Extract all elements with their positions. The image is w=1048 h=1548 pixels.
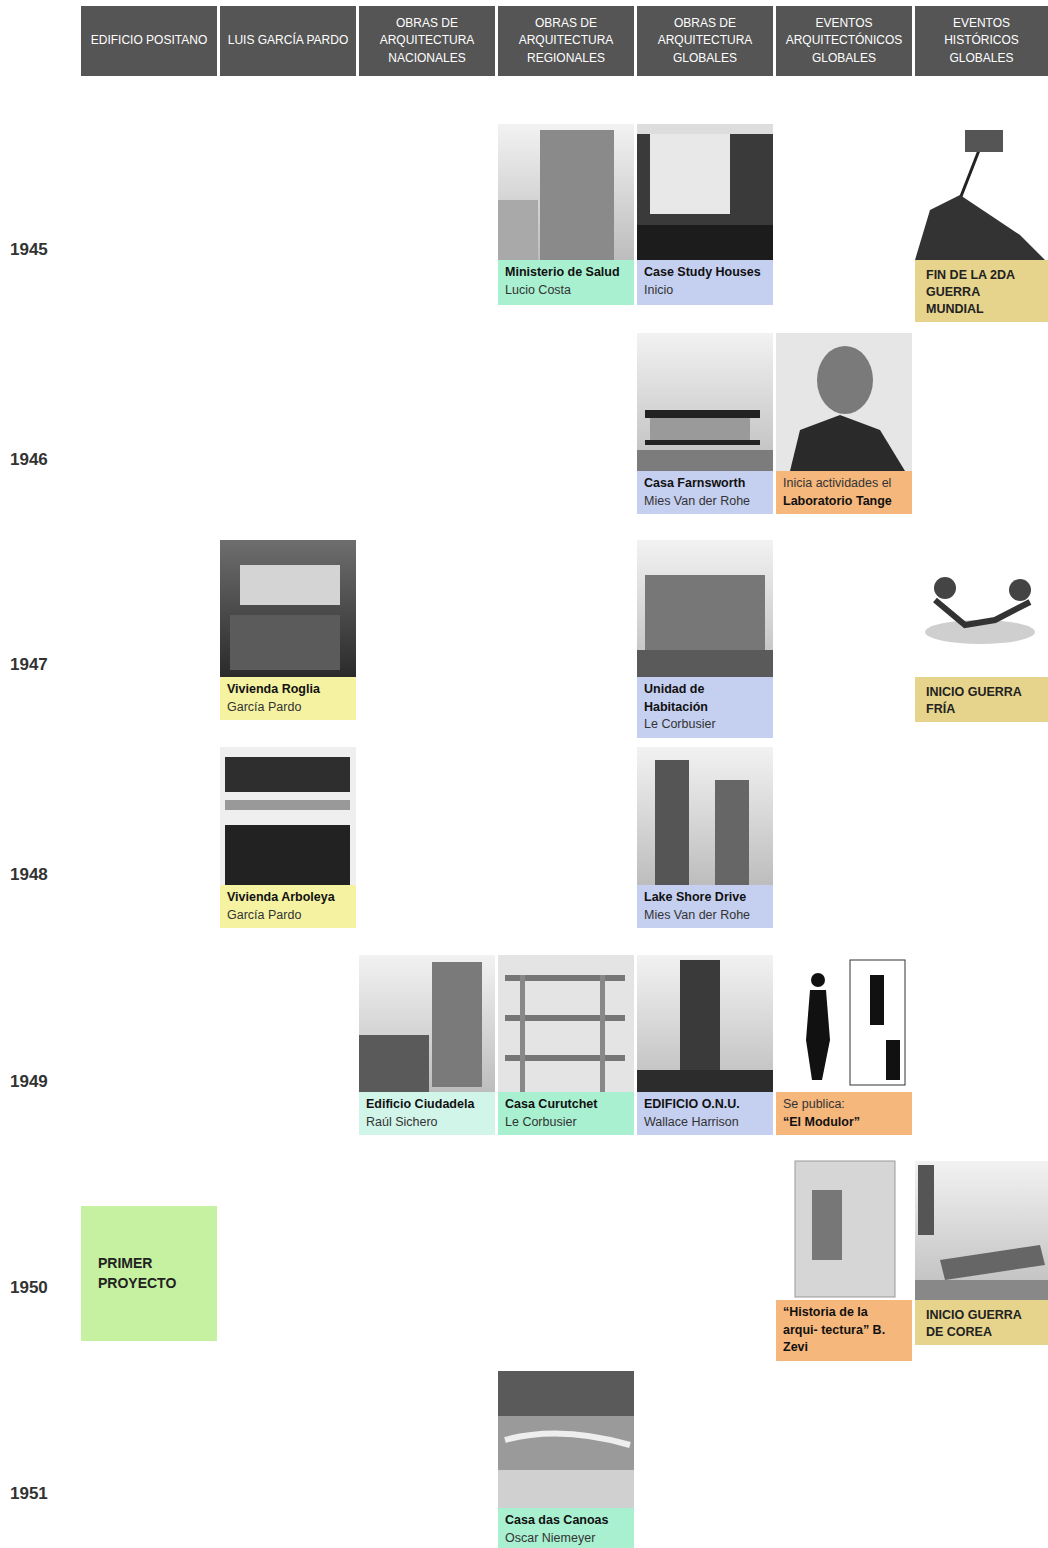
caption-box: Casa das CanoasOscar Niemeyer bbox=[498, 1508, 634, 1548]
year-label: 1951 bbox=[10, 1484, 48, 1504]
caption-title: Vivienda Roglia bbox=[227, 681, 349, 699]
caption-box: INICIO GUERRA DE COREA bbox=[915, 1300, 1048, 1345]
caption-box: Casa FarnsworthMies Van der Rohe bbox=[637, 471, 773, 514]
caption-box: Lake Shore DriveMies Van der Rohe bbox=[637, 885, 773, 928]
caption-title: INICIO GUERRA DE COREA bbox=[926, 1307, 1037, 1341]
caption-box: FIN DE LA 2DA GUERRA MUNDIAL bbox=[915, 260, 1048, 322]
caption-subtitle: García Pardo bbox=[227, 699, 349, 717]
caption-box: Casa CurutchetLe Corbusier bbox=[498, 1092, 634, 1135]
caption-subtitle: Inicio bbox=[644, 282, 766, 300]
caption-box: Vivienda ArboleyaGarcía Pardo bbox=[220, 885, 356, 928]
caption-title: EDIFICIO POSITANO bbox=[91, 32, 207, 49]
column-header: EVENTOS HISTÓRICOS GLOBALES bbox=[915, 6, 1048, 76]
caption-title: LUIS GARCÍA PARDO bbox=[228, 32, 348, 49]
column-header: EVENTOS ARQUITECTÓNICOS GLOBALES bbox=[776, 6, 912, 76]
caption-title: EVENTOS HISTÓRICOS GLOBALES bbox=[921, 15, 1042, 67]
caption-box: Edificio CiudadelaRaúl Sichero bbox=[359, 1092, 495, 1135]
caption-title: Vivienda Arboleya bbox=[227, 889, 349, 907]
caption-box: INICIO GUERRA FRÍA bbox=[915, 677, 1048, 722]
caption-title: FIN DE LA 2DA GUERRA MUNDIAL bbox=[926, 267, 1037, 318]
year-label: 1946 bbox=[10, 450, 48, 470]
caption-box: Se publica:“El Modulor” bbox=[776, 1092, 912, 1135]
caption-title: PRIMER PROYECTO bbox=[98, 1254, 200, 1293]
column-header: OBRAS DE ARQUITECTURA NACIONALES bbox=[359, 6, 495, 76]
caption-subtitle: Wallace Harrison bbox=[644, 1114, 766, 1132]
caption-title: OBRAS DE ARQUITECTURA REGIONALES bbox=[504, 15, 628, 67]
caption-title: Casa Curutchet bbox=[505, 1096, 627, 1114]
caption-box: Case Study HousesInicio bbox=[637, 260, 773, 305]
column-header: EDIFICIO POSITANO bbox=[81, 6, 217, 76]
caption-title: Lake Shore Drive bbox=[644, 889, 766, 907]
caption-title: OBRAS DE ARQUITECTURA GLOBALES bbox=[643, 15, 767, 67]
caption-subtitle: Lucio Costa bbox=[505, 282, 627, 300]
caption-title: EDIFICIO O.N.U. bbox=[644, 1096, 766, 1114]
caption-title: Inicia actividades el bbox=[783, 475, 905, 493]
column-header: OBRAS DE ARQUITECTURA REGIONALES bbox=[498, 6, 634, 76]
project-box: PRIMER PROYECTO bbox=[81, 1206, 217, 1341]
caption-subtitle: Raúl Sichero bbox=[366, 1114, 488, 1132]
caption-subtitle: Le Corbusier bbox=[644, 716, 766, 734]
year-label: 1948 bbox=[10, 865, 48, 885]
caption-title: “Historia de la arqui- tectura” B. Zevi bbox=[783, 1304, 905, 1357]
column-header: LUIS GARCÍA PARDO bbox=[220, 6, 356, 76]
caption-title: INICIO GUERRA FRÍA bbox=[926, 684, 1037, 718]
year-label: 1950 bbox=[10, 1278, 48, 1298]
caption-box: Unidad de HabitaciónLe Corbusier bbox=[637, 677, 773, 738]
year-label: 1945 bbox=[10, 240, 48, 260]
caption-title: Se publica: bbox=[783, 1096, 905, 1114]
caption-box: “Historia de la arqui- tectura” B. Zevi bbox=[776, 1300, 912, 1361]
caption-subtitle: Mies Van der Rohe bbox=[644, 907, 766, 925]
caption-title: Casa Farnsworth bbox=[644, 475, 766, 493]
caption-title: Casa das Canoas bbox=[505, 1512, 627, 1530]
caption-subtitle: Oscar Niemeyer bbox=[505, 1530, 627, 1548]
caption-title: OBRAS DE ARQUITECTURA NACIONALES bbox=[365, 15, 489, 67]
caption-box: Vivienda RogliaGarcía Pardo bbox=[220, 677, 356, 720]
caption-subtitle: “El Modulor” bbox=[783, 1114, 905, 1132]
caption-title: Edificio Ciudadela bbox=[366, 1096, 488, 1114]
caption-title: Unidad de Habitación bbox=[644, 681, 766, 716]
caption-subtitle: Le Corbusier bbox=[505, 1114, 627, 1132]
caption-subtitle: Laboratorio Tange bbox=[783, 493, 905, 511]
caption-title: Ministerio de Salud bbox=[505, 264, 627, 282]
caption-box: Inicia actividades elLaboratorio Tange bbox=[776, 471, 912, 514]
caption-title: Case Study Houses bbox=[644, 264, 766, 282]
column-header: OBRAS DE ARQUITECTURA GLOBALES bbox=[637, 6, 773, 76]
caption-subtitle: Mies Van der Rohe bbox=[644, 493, 766, 511]
year-label: 1949 bbox=[10, 1072, 48, 1092]
year-label: 1947 bbox=[10, 655, 48, 675]
caption-box: EDIFICIO O.N.U.Wallace Harrison bbox=[637, 1092, 773, 1135]
caption-title: EVENTOS ARQUITECTÓNICOS GLOBALES bbox=[782, 15, 906, 67]
caption-subtitle: García Pardo bbox=[227, 907, 349, 925]
caption-box: Ministerio de SaludLucio Costa bbox=[498, 260, 634, 305]
